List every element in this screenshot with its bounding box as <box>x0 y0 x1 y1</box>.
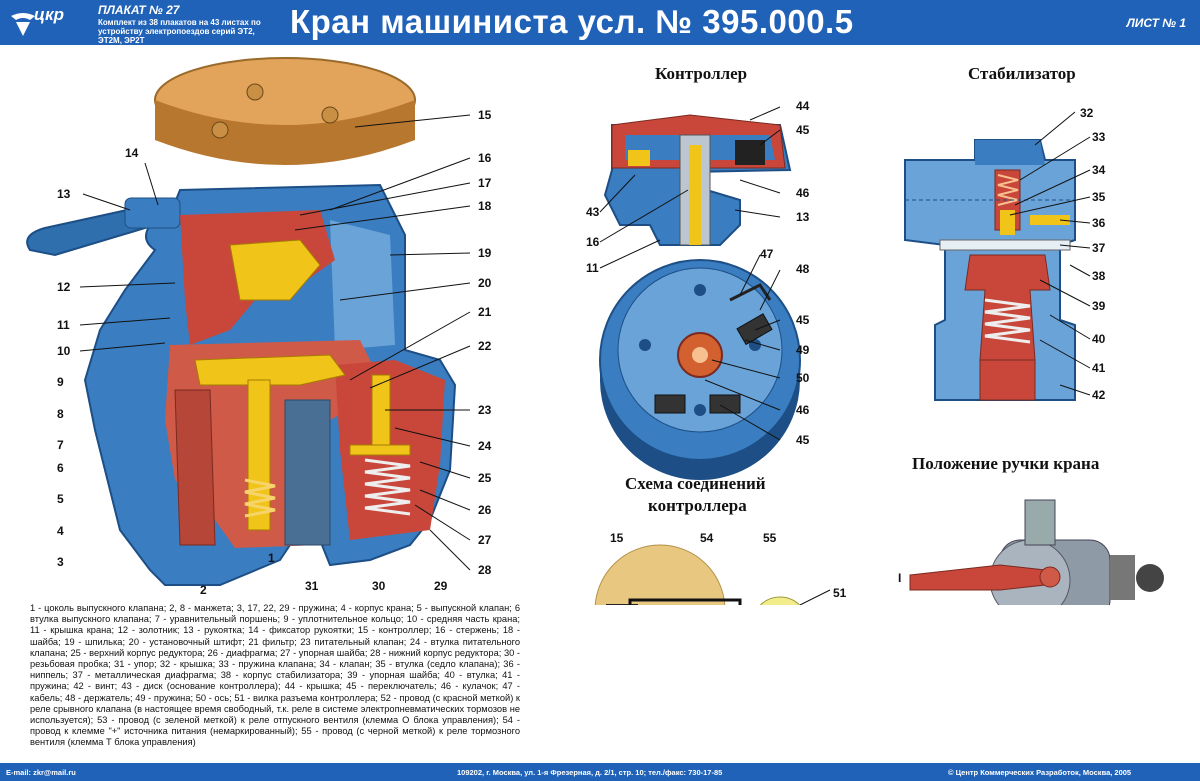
main-crane-illustration <box>26 57 457 586</box>
callout-number: 11 <box>57 318 70 332</box>
callout-number: 48 <box>796 262 810 276</box>
callout-number: 51 <box>833 586 847 600</box>
handle-positions-illustration <box>909 499 1164 605</box>
callout-number: 33 <box>1092 130 1106 144</box>
callout-number: 23 <box>478 403 492 417</box>
callout-number: 32 <box>1080 106 1094 120</box>
callout-number: 46 <box>796 403 810 417</box>
callout-number: 9 <box>57 375 64 389</box>
callout-number: 55 <box>763 531 777 545</box>
stabilizer-cross-section <box>904 139 1076 401</box>
callout-number: 44 <box>796 99 810 113</box>
callout-number: 15 <box>478 108 492 122</box>
footer-address: 109202, г. Москва, ул. 1-я Фрезерная, д.… <box>457 768 723 777</box>
callout-number: 3 <box>57 555 64 569</box>
header-bar: цкр ПЛАКАТ № 27 Комплект из 38 плакатов … <box>0 0 1200 45</box>
callout-number: 16 <box>586 235 600 249</box>
callout-number: 30 <box>372 579 386 593</box>
callout-number: 2 <box>200 583 207 597</box>
handle-position-label: I <box>898 571 901 585</box>
callout-number: 19 <box>478 246 492 260</box>
callout-number: 5 <box>57 492 64 506</box>
callout-number: 13 <box>796 210 810 224</box>
callout-number: 35 <box>1092 190 1106 204</box>
footer-email: E-mail: zkr@mail.ru <box>6 768 76 777</box>
callout-number: 21 <box>478 305 492 319</box>
callout-number: 41 <box>1092 361 1106 375</box>
callout-number: 10 <box>57 344 71 358</box>
callout-number: 15 <box>610 531 624 545</box>
crane-diagram: 1514131617181912201110212298723246255264… <box>26 57 1164 605</box>
leader-lines <box>79 106 1091 605</box>
callout-number: 31 <box>305 579 319 593</box>
callout-number: 37 <box>1092 241 1106 255</box>
logo-text: цкр <box>34 5 64 24</box>
stabilizer-title: Стабилизатор <box>968 64 1076 83</box>
scheme-title-line2: контроллера <box>648 496 747 515</box>
callout-number: 4 <box>57 524 64 538</box>
callout-number: 22 <box>478 339 492 353</box>
callout-number: 43 <box>586 205 600 219</box>
controller-cross-section <box>603 114 792 246</box>
callout-number: 45 <box>796 313 810 327</box>
callout-number: 18 <box>478 199 492 213</box>
callout-number: 46 <box>796 186 810 200</box>
callout-number: 36 <box>1092 216 1106 230</box>
callout-number: 28 <box>478 563 492 577</box>
callout-number: 40 <box>1092 332 1106 346</box>
callout-number: 25 <box>478 471 492 485</box>
callout-number: 12 <box>57 280 71 294</box>
logo-icon <box>11 13 35 36</box>
callout-number: 6 <box>57 461 64 475</box>
parts-legend: 1 - цоколь выпускного клапана; 2, 8 - ма… <box>30 603 520 748</box>
poster-number: ПЛАКАТ № 27 <box>98 3 180 17</box>
handle-positions-title: Положение ручки крана <box>912 454 1100 473</box>
controller-title: Контроллер <box>655 64 748 83</box>
callout-number: 39 <box>1092 299 1106 313</box>
callout-number: 16 <box>478 151 492 165</box>
callout-number: 45 <box>796 123 810 137</box>
connection-scheme <box>594 544 801 605</box>
callout-number: 42 <box>1092 388 1106 402</box>
poster-description: Комплект из 38 плакатов на 43 листах по … <box>98 18 261 45</box>
callout-number: 49 <box>796 343 810 357</box>
callout-number: 11 <box>586 261 599 275</box>
callout-number: 38 <box>1092 269 1106 283</box>
callout-number: 47 <box>760 247 774 261</box>
sheet-number: ЛИСТ № 1 <box>1126 16 1186 30</box>
callout-number: 24 <box>478 439 492 453</box>
callout-number: 50 <box>796 371 810 385</box>
callout-number: 34 <box>1092 163 1106 177</box>
footer-bar: E-mail: zkr@mail.ru 109202, г. Москва, у… <box>0 763 1200 781</box>
callout-number: 26 <box>478 503 492 517</box>
callout-number: 8 <box>57 407 64 421</box>
callout-number: 54 <box>700 531 714 545</box>
callout-number: 13 <box>57 187 71 201</box>
callout-number: 7 <box>57 438 64 452</box>
callout-number: 17 <box>478 176 492 190</box>
callout-number: 29 <box>434 579 448 593</box>
page-title: Кран машиниста усл. № 395.000.5 <box>290 3 854 40</box>
callout-number: 45 <box>796 433 810 447</box>
callout-number: 14 <box>125 146 139 160</box>
controller-top-view <box>599 259 801 480</box>
callout-number: 27 <box>478 533 492 547</box>
footer-copyright: © Центр Коммерческих Разработок, Москва,… <box>948 768 1132 777</box>
scheme-title-line1: Схема соединений <box>625 474 766 493</box>
callout-number: 20 <box>478 276 492 290</box>
callout-number: 1 <box>268 551 275 565</box>
